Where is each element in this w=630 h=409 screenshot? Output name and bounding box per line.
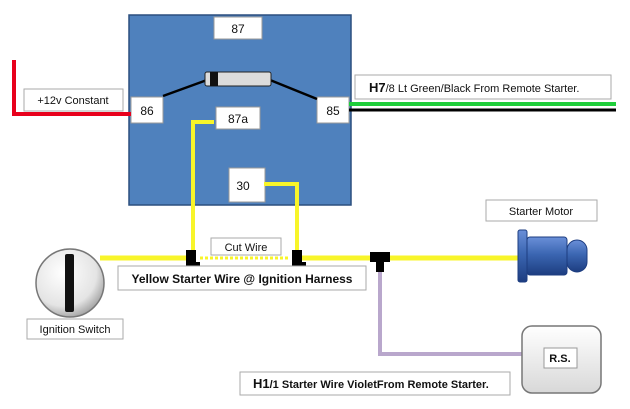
h1-prefix: H1	[253, 376, 270, 391]
pin-87a-box	[215, 106, 261, 130]
pin-30-label: 30	[236, 179, 250, 193]
pin-85-label: 85	[326, 104, 340, 118]
rs-label: R.S.	[549, 353, 570, 365]
diode-icon	[204, 71, 272, 87]
yellow-30-wire	[264, 182, 299, 252]
yellow-87a-wire	[191, 120, 214, 252]
h1-label: H1/1 Starter Wire VioletFrom Remote Star…	[253, 376, 489, 391]
connector-87a	[186, 250, 200, 266]
cut-wire-label-box	[210, 237, 282, 256]
coil-wire-right	[269, 78, 318, 101]
connector-30	[292, 250, 306, 266]
h1-label-box	[239, 371, 511, 396]
starter-motor-label-box	[485, 199, 598, 222]
red-constant-wire	[12, 60, 131, 116]
pin-87a-label: 87a	[228, 112, 248, 126]
ignition-label: Ignition Switch	[40, 324, 111, 336]
pin-87-box	[213, 16, 263, 40]
h7-prefix: H7	[369, 80, 386, 95]
violet-wire	[378, 262, 522, 356]
pin-85-box	[316, 96, 350, 124]
rs-label-box	[543, 347, 578, 369]
coil-wire-left	[162, 78, 208, 98]
pin-86-box	[130, 96, 164, 124]
yellow-wire-label-box	[117, 265, 367, 291]
constant-label: +12v Constant	[37, 95, 108, 107]
pin-30-box	[228, 167, 266, 203]
h7-label-box	[354, 74, 612, 100]
ignition-label-box	[26, 318, 124, 340]
h1-rest: /1 Starter Wire VioletFrom Remote Starte…	[270, 379, 489, 391]
pin-86-label: 86	[140, 104, 154, 118]
cut-wire-label: Cut Wire	[225, 242, 268, 254]
pin-87-label: 87	[231, 22, 245, 36]
starter-motor-icon	[517, 229, 588, 283]
ignition-switch-icon	[35, 248, 105, 318]
yellow-wire-label: Yellow Starter Wire @ Ignition Harness	[132, 272, 353, 286]
h7-label: H7/8 Lt Green/Black From Remote Starter.	[369, 80, 579, 95]
constant-label-box	[23, 88, 124, 112]
starter-motor-label: Starter Motor	[509, 206, 574, 218]
h7-rest: /8 Lt Green/Black From Remote Starter.	[386, 83, 580, 95]
connector-violet-tap	[370, 252, 390, 272]
